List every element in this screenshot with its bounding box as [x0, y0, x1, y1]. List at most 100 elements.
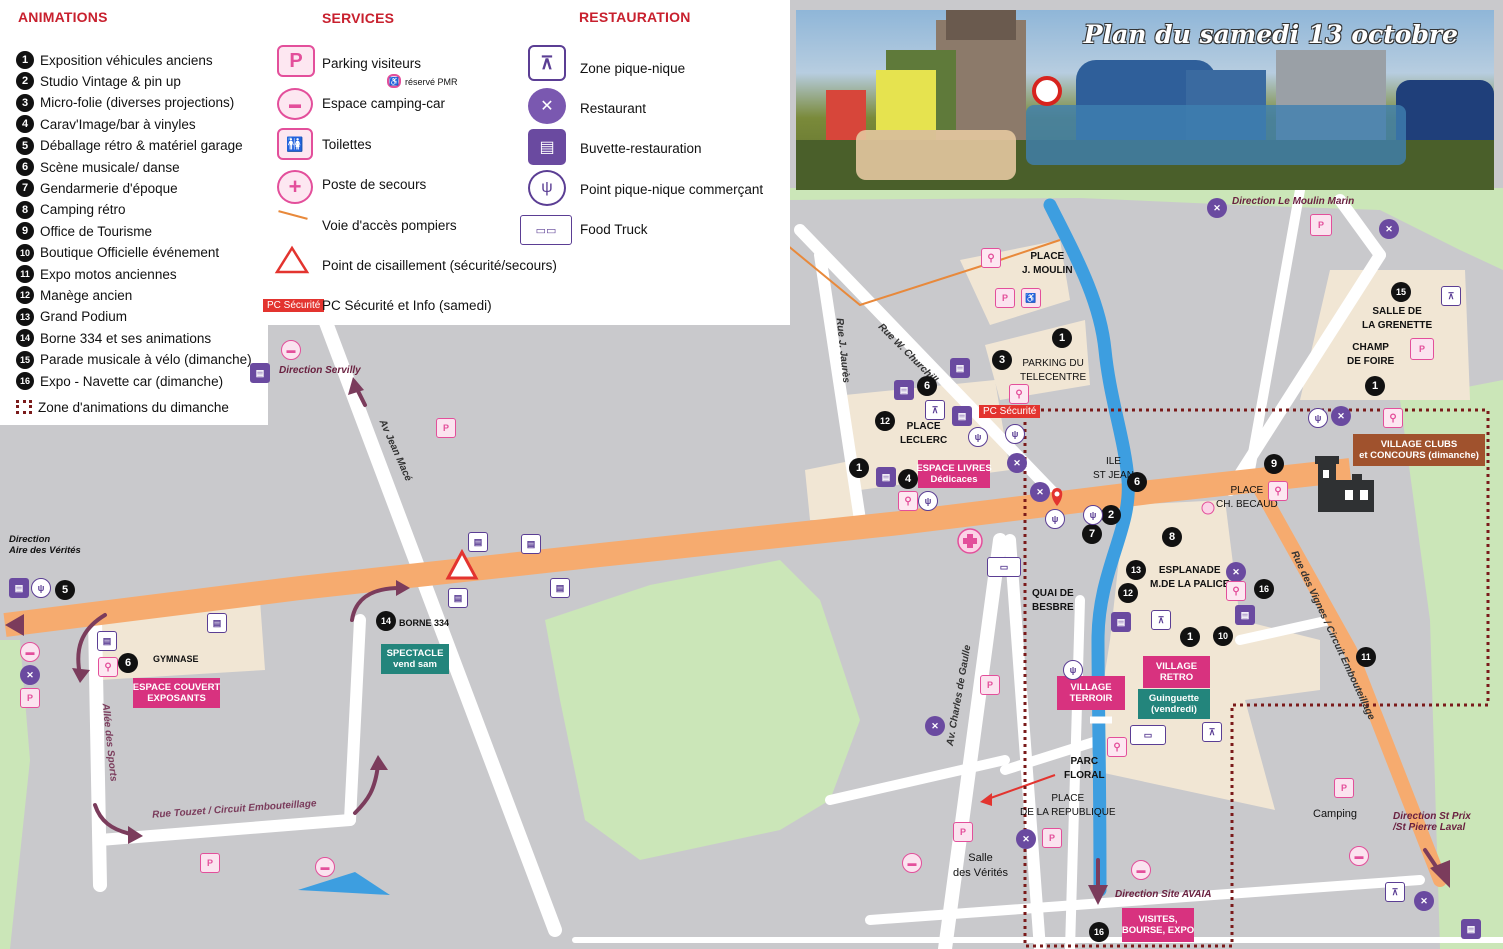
marker-1: 1 [1180, 627, 1200, 647]
animation-label: Exposition véhicules anciens [40, 52, 213, 68]
map-title: Plan du samedi 13 octobre [1083, 20, 1458, 49]
animation-number-badge: 11 [16, 265, 34, 283]
restaurant-icon: ✕ [1207, 198, 1227, 218]
marker-5: 5 [55, 580, 75, 600]
animation-label: Grand Podium [40, 309, 128, 325]
cutlery-icon: ψ [968, 427, 988, 447]
restaurant-icon: ✕ [1331, 406, 1351, 426]
animation-number-badge: 4 [16, 115, 34, 134]
grass-area [1400, 380, 1503, 949]
animation-number-badge: 5 [16, 136, 34, 155]
animation-item: 10 Boutique Officielle événement [16, 243, 219, 263]
direction-arrow-head [980, 793, 992, 806]
restaurant-food-truck: Food Truck [580, 222, 648, 237]
legend-panel-extension [0, 325, 268, 425]
marker-14: 14 [376, 611, 396, 631]
warning-triangle-icon [274, 245, 310, 274]
food-truck-icon: ▭ [987, 557, 1021, 577]
camping-car-icon: ▬ [315, 857, 335, 877]
marker-9: 9 [1264, 454, 1284, 474]
animation-label: Studio Vintage & pin up [40, 73, 181, 89]
animation-number-badge: 16 [16, 372, 34, 390]
banner-visites: VISITES, BOURSE, EXPO [1122, 908, 1194, 942]
banner-illustration [796, 10, 1494, 190]
animation-number-badge: 13 [16, 307, 34, 326]
service-parking: Parking visiteurs [322, 56, 422, 71]
marker-6: 6 [1127, 472, 1147, 492]
animation-item: 13 Grand Podium [16, 307, 127, 327]
restaurant-icon: ✕ [1226, 562, 1246, 582]
cutlery-icon: ψ [1045, 509, 1065, 529]
animation-item: 16 Expo - Navette car (dimanche) [16, 371, 223, 391]
place-jmoulin-label: PLACE J. MOULIN [1022, 251, 1073, 276]
picnic-table-icon: ⊼ [1441, 286, 1461, 306]
animation-number-badge: 10 [16, 243, 34, 262]
parking-icon: P [1310, 214, 1332, 236]
snack-bar-icon: ▤ [448, 588, 468, 608]
snack-bar-icon: ▤ [894, 380, 914, 400]
parking-icon: P [1334, 778, 1354, 798]
salle-grenette-label: SALLE DE LA GRENETTE [1362, 306, 1433, 331]
river-besbre [1043, 198, 1135, 897]
marker-3: 3 [992, 350, 1012, 370]
cutlery-icon: ψ [918, 491, 938, 511]
main-road [3, 458, 1352, 637]
animation-number-badge: 15 [16, 350, 34, 369]
parking-icon: P [980, 675, 1000, 695]
animation-number-badge: 6 [16, 158, 34, 176]
marker-13: 13 [1126, 560, 1146, 580]
toilets-icon: ⚲ [1268, 481, 1288, 501]
toilets-icon: ⚲ [1226, 581, 1246, 601]
snack-bar-icon: ▤ [250, 363, 270, 383]
marker-16: 16 [1254, 579, 1274, 599]
zone-dimanche-legend: Zone d'animations du dimanche [16, 397, 229, 417]
marker-7: 7 [1082, 524, 1102, 544]
restaurant-icon: ✕ [925, 716, 945, 736]
legend-panel [0, 0, 790, 325]
animation-label: Office de Tourisme [40, 223, 153, 239]
cutlery-icon: ψ [1308, 408, 1328, 428]
snack-bar-icon: ▤ [97, 631, 117, 651]
service-fire-access: Voie d'accès pompiers [322, 218, 457, 233]
animation-number-badge: 12 [16, 286, 34, 305]
banner-spectacle: SPECTACLE vend sam [381, 644, 449, 674]
camping-car-icon: ▬ [902, 853, 922, 873]
place-telecentre-label: PARKING DU TELECENTRE [1020, 358, 1087, 383]
picnic-table-icon: ⊼ [925, 400, 945, 420]
animation-label: Déballage rétro & matériel garage [40, 138, 243, 154]
animation-number-badge: 3 [16, 93, 34, 112]
marker-6: 6 [917, 376, 937, 396]
marker-8: 8 [1162, 527, 1182, 547]
restaurant-icon: ✕ [20, 665, 40, 685]
restaurant-picnic-zone: Zone pique-nique [580, 61, 686, 76]
direction-aire-verites: Direction Aire des Vérités [9, 534, 81, 556]
animation-number-badge: 2 [16, 72, 34, 91]
snack-bar-icon: ▤ [876, 467, 896, 487]
snack-bar-icon: ▤ [468, 532, 488, 552]
direction-servilly: Direction Servilly [279, 365, 361, 376]
service-camping-car: Espace camping-car [322, 96, 446, 111]
marker-12: 12 [1118, 583, 1138, 603]
animation-label: Expo - Navette car (dimanche) [40, 373, 224, 389]
title-banner: Plan du samedi 13 octobre [796, 10, 1494, 190]
picnic-table-icon: ⊼ [528, 45, 566, 81]
pmr-label: réservé PMR [405, 77, 458, 87]
restaurant-picnic-merchant: Point pique-nique commerçant [580, 182, 764, 197]
animation-label: Boutique Officielle événement [40, 245, 220, 261]
salle-verites-label: Salle des Vérités [953, 852, 1009, 879]
picnic-table-icon: ⊼ [1385, 882, 1405, 902]
first-aid-icon [957, 501, 1215, 554]
quai-besbre-label: QUAI DE BESBRE [1032, 588, 1074, 613]
pmr-icon: ♿ [1021, 288, 1041, 308]
camping-car-icon: ▬ [20, 642, 40, 662]
circuit-arrow-heads [5, 377, 1450, 905]
restaurant-icon: ✕ [1016, 829, 1036, 849]
animation-label: Expo motos anciennes [40, 266, 177, 282]
pc-securite-badge: PC Sécurité [263, 299, 325, 312]
direction-site-avaia: Direction Site AVAIA [1115, 889, 1212, 900]
animation-label: Micro-folie (diverses projections) [40, 95, 235, 111]
